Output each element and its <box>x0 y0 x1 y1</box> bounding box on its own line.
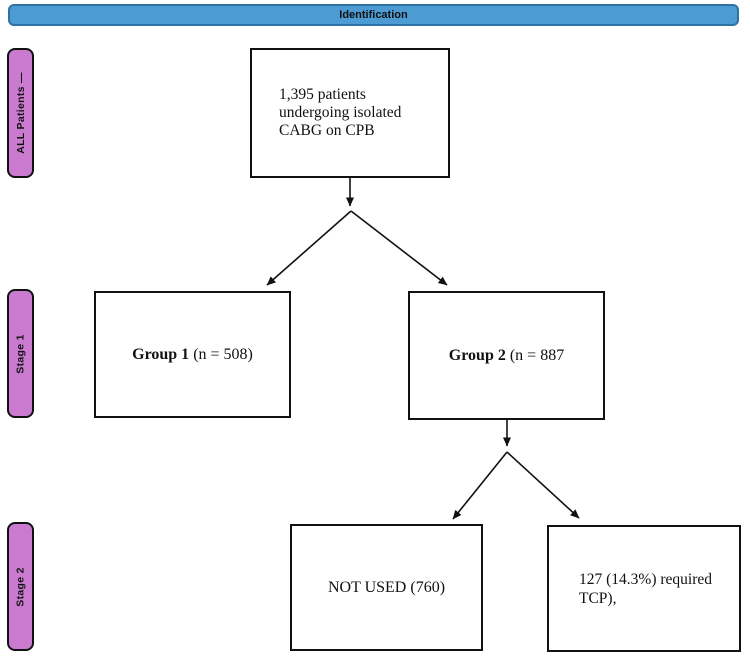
node-group-1-text: Group 1 (n = 508) <box>132 345 253 363</box>
stage-label-stage-2: Stage 2 <box>7 522 34 651</box>
node-all-patients: 1,395 patients undergoing isolated CABG … <box>250 48 450 178</box>
identification-banner-label: Identification <box>339 9 408 21</box>
stage-label-all-patients: ALL Patients — <box>7 48 34 178</box>
node-group-2: Group 2 (n = 887 <box>408 291 605 420</box>
node-not-used: NOT USED (760) <box>290 524 483 651</box>
stage-label-stage-1: Stage 1 <box>7 289 34 418</box>
stage-label-all-patients-text: ALL Patients — <box>14 72 27 154</box>
arrow-to-not-used <box>452 451 508 520</box>
node-tcp-required: 127 (14.3%) required TCP), <box>547 525 741 652</box>
stage-label-stage-1-text: Stage 1 <box>14 333 27 374</box>
identification-banner: Identification <box>8 4 739 26</box>
node-all-patients-text: 1,395 patients undergoing isolated CABG … <box>279 86 402 139</box>
node-group-1: Group 1 (n = 508) <box>94 291 291 418</box>
arrow-to-group1 <box>266 210 352 286</box>
node-tcp-required-text: 127 (14.3%) required TCP), <box>579 570 712 607</box>
node-group-2-text: Group 2 (n = 887 <box>448 346 565 364</box>
arrow-to-group2 <box>350 210 448 286</box>
node-not-used-text: NOT USED (760) <box>327 578 446 596</box>
arrow-to-tcp <box>506 451 580 519</box>
stage-label-stage-2-text: Stage 2 <box>14 566 27 607</box>
